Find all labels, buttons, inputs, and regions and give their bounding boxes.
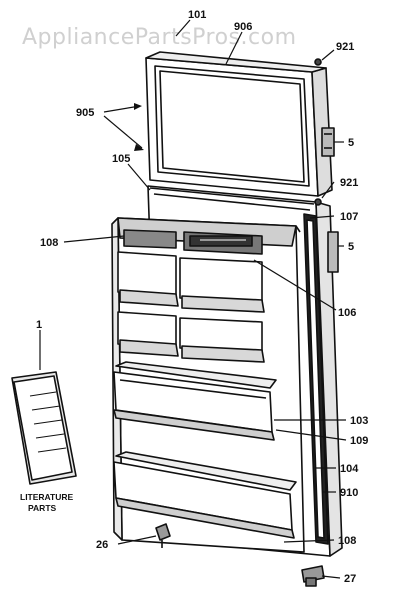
callout-labels: 101 906 921 905 5 105 921 107 108 5 1 10… xyxy=(36,9,368,585)
callout-27: 27 xyxy=(344,573,356,585)
callout-108-bottom: 108 xyxy=(338,535,356,547)
watermark-text: AppliancePartsPros.com xyxy=(22,25,297,50)
callout-101: 101 xyxy=(188,9,206,21)
callout-26: 26 xyxy=(96,539,108,551)
callout-921-top: 921 xyxy=(336,41,354,53)
hinge-parts xyxy=(155,58,339,587)
callout-105: 105 xyxy=(112,153,130,165)
arrow-heads xyxy=(134,103,144,151)
callout-104: 104 xyxy=(340,463,359,475)
callout-905: 905 xyxy=(76,107,94,119)
callout-108-top: 108 xyxy=(40,237,58,249)
literature-label-line1: LITERATURE xyxy=(20,492,74,502)
door-bins xyxy=(117,251,265,363)
callout-109: 109 xyxy=(350,435,368,447)
callout-106: 106 xyxy=(338,307,356,319)
callout-5-top: 5 xyxy=(348,137,354,149)
literature-label-line2: PARTS xyxy=(28,503,57,513)
dairy-compartment xyxy=(117,217,297,255)
door-shelves xyxy=(113,361,297,539)
callout-103: 103 xyxy=(350,415,368,427)
callout-906: 906 xyxy=(234,21,252,33)
callout-107: 107 xyxy=(340,211,358,223)
callout-1: 1 xyxy=(36,319,42,331)
callout-5-mid: 5 xyxy=(348,241,354,253)
callout-910: 910 xyxy=(340,487,358,499)
callout-921-mid: 921 xyxy=(340,177,358,189)
freezer-door xyxy=(145,51,335,197)
leader-lines xyxy=(39,19,347,579)
literature-booklet xyxy=(11,371,77,485)
